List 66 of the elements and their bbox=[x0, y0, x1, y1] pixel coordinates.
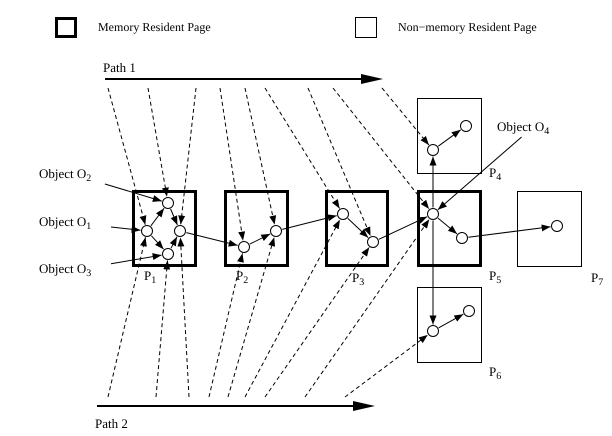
dashed-arrow bbox=[108, 88, 146, 226]
arrow bbox=[378, 216, 428, 240]
object-circle bbox=[162, 197, 174, 209]
arrow bbox=[150, 235, 164, 250]
object-circle bbox=[456, 232, 468, 244]
dashed-arrow bbox=[177, 237, 190, 398]
leader-line bbox=[104, 184, 162, 202]
dashed-arrow bbox=[156, 260, 170, 398]
object-circle bbox=[162, 248, 174, 260]
object-circle bbox=[238, 241, 250, 253]
arrow bbox=[170, 208, 178, 226]
object-circle bbox=[463, 305, 475, 317]
dashed-arrow bbox=[344, 334, 428, 398]
leader-line bbox=[437, 136, 522, 210]
page-label: P$_{3}$ bbox=[352, 270, 364, 285]
dashed-arrow bbox=[304, 218, 430, 398]
object-circle bbox=[367, 236, 379, 248]
page-label: P$_{7}$ bbox=[591, 270, 604, 285]
arrow bbox=[170, 236, 178, 249]
dashed-arrow bbox=[148, 88, 169, 198]
path-label: Path 2 bbox=[95, 416, 128, 431]
dashed-arrow bbox=[244, 88, 276, 226]
arrow bbox=[150, 208, 165, 226]
leader-line bbox=[110, 253, 162, 264]
leader-line bbox=[110, 226, 141, 233]
object-circle bbox=[141, 225, 153, 237]
object-label: Object O$_{1}$ bbox=[39, 214, 111, 232]
dashed-arrow bbox=[264, 246, 370, 398]
arrow bbox=[249, 233, 271, 245]
object-circle bbox=[427, 325, 439, 337]
arrow bbox=[347, 218, 369, 238]
page-label: P$_{5}$ bbox=[489, 268, 502, 283]
object-label: Object O$_{2}$ bbox=[39, 166, 111, 184]
arrow bbox=[430, 220, 436, 325]
object-label: Object O$_{3}$ bbox=[39, 261, 111, 279]
arrow bbox=[438, 314, 464, 328]
page-label: P$_{4}$ bbox=[489, 165, 502, 180]
dashed-arrow bbox=[208, 252, 244, 398]
dashed-arrow bbox=[178, 88, 196, 225]
dashed-arrow bbox=[332, 88, 430, 210]
arrow bbox=[430, 156, 436, 208]
legend-label: Memory Resident Page bbox=[98, 20, 211, 35]
object-circle bbox=[460, 120, 472, 132]
dashed-arrow bbox=[382, 88, 430, 146]
object-label: Object O$_{4}$ bbox=[497, 119, 567, 137]
path-label: Path 1 bbox=[103, 60, 136, 75]
object-circle bbox=[427, 144, 439, 156]
page-label: P$_{6}$ bbox=[489, 364, 502, 379]
arrow bbox=[438, 218, 458, 234]
object-circle bbox=[427, 208, 439, 220]
dashed-arrow bbox=[228, 236, 276, 398]
object-circle bbox=[270, 225, 282, 237]
dashed-arrow bbox=[308, 88, 371, 236]
object-circle bbox=[337, 208, 349, 220]
object-circle bbox=[174, 225, 186, 237]
dashed-arrow bbox=[244, 219, 340, 398]
arrow bbox=[438, 129, 462, 147]
dashed-arrow bbox=[220, 88, 246, 242]
dashed-arrow bbox=[264, 88, 340, 209]
dashed-arrow bbox=[108, 236, 147, 398]
object-circle bbox=[551, 220, 563, 232]
arrow bbox=[282, 214, 338, 230]
arrow bbox=[186, 232, 238, 247]
legend-label: Non−memory Resident Page bbox=[398, 20, 537, 35]
page-label: P$_{1}$ bbox=[144, 268, 156, 283]
arrow bbox=[468, 224, 552, 238]
